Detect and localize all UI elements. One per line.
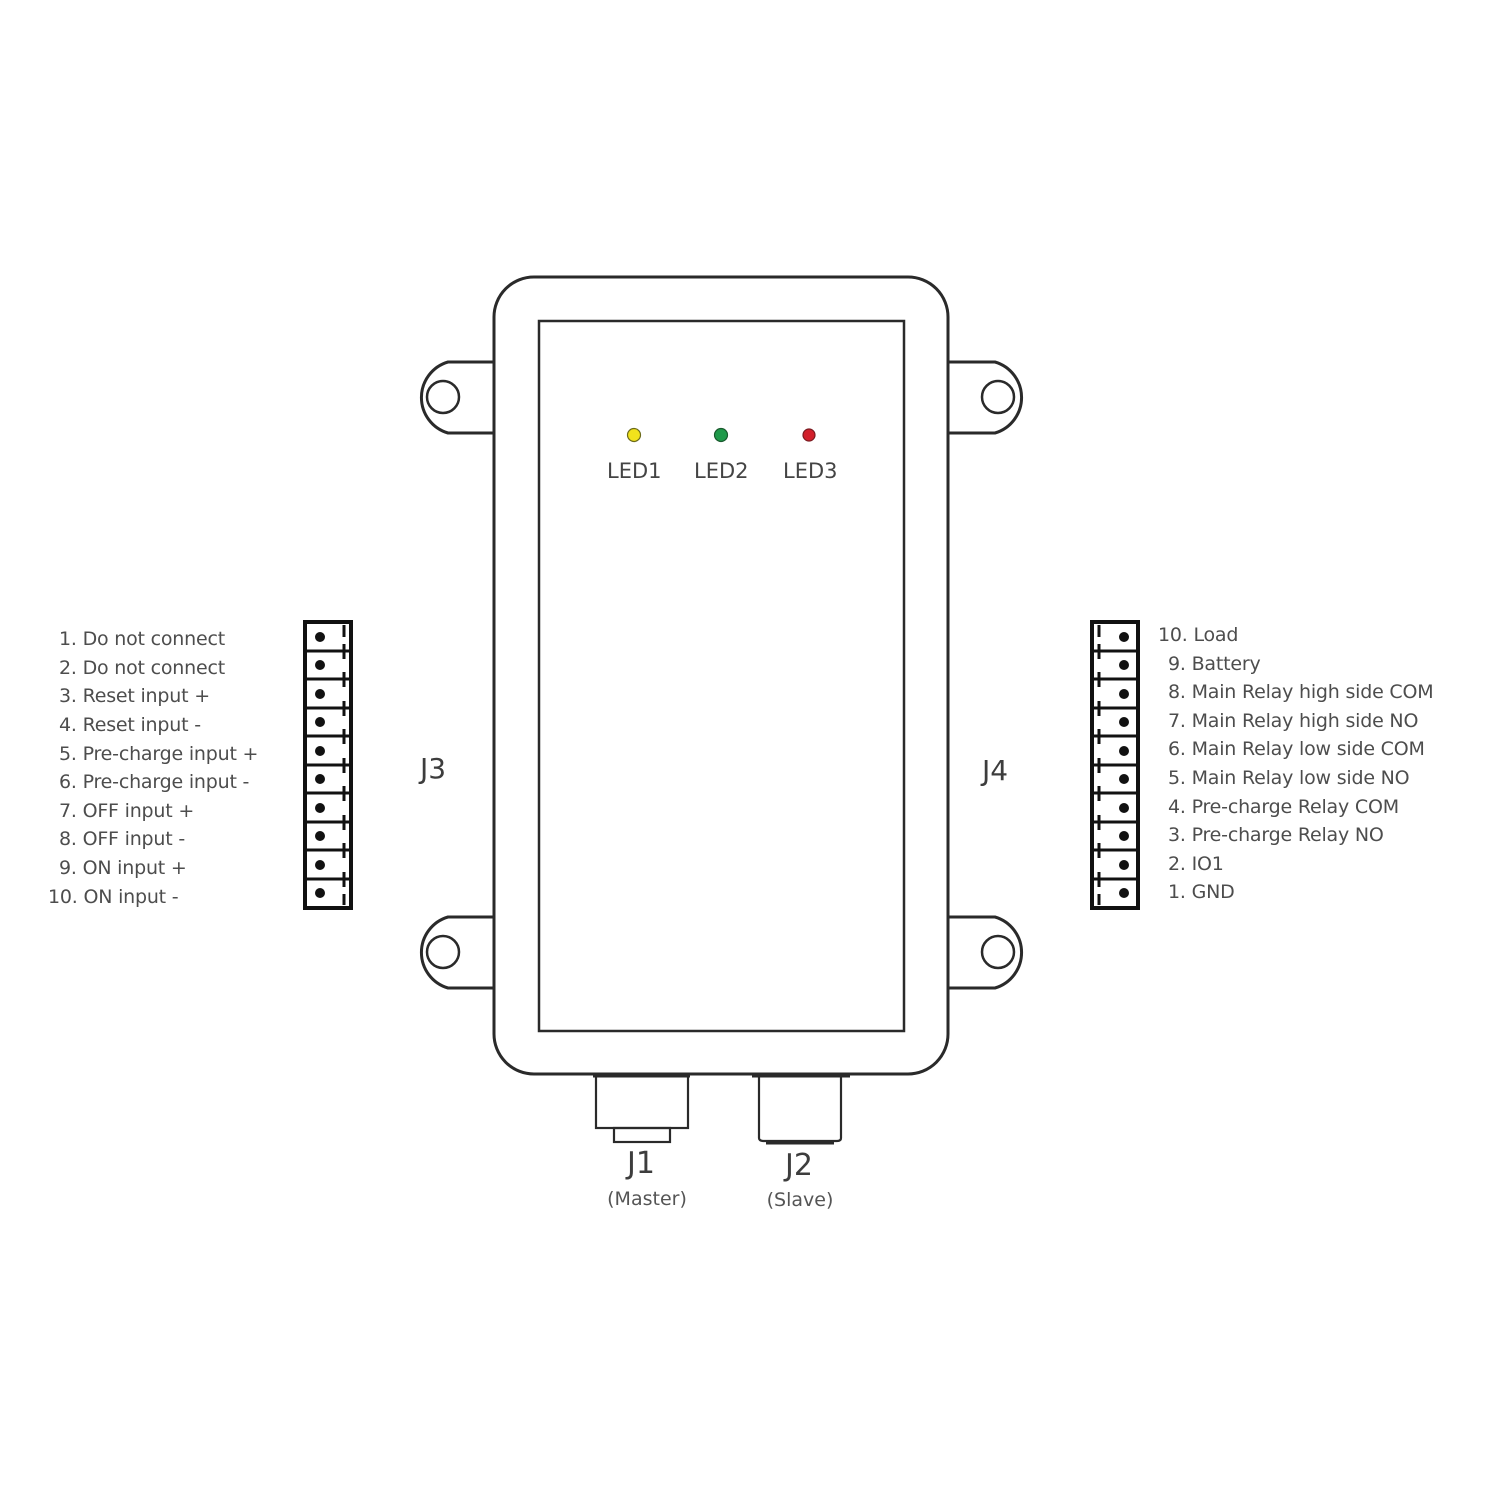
j4-pin-label: 5. Main Relay low side NO xyxy=(1168,767,1410,789)
j3-pin-label: 1. Do not connect xyxy=(59,628,225,650)
j3-pin-label: 3. Reset input + xyxy=(59,685,210,707)
j3-pin-label: 9. ON input + xyxy=(59,857,187,879)
j4-pin-label: 2. IO1 xyxy=(1168,853,1224,875)
led3-label: LED3 xyxy=(783,459,838,483)
mounting-hole-icon xyxy=(980,379,1016,415)
led3-indicator-icon xyxy=(802,428,816,442)
mounting-tab-bottom-right xyxy=(948,915,1023,990)
mounting-tab-top-right xyxy=(948,360,1023,435)
mounting-hole-icon xyxy=(425,934,461,970)
led1-label: LED1 xyxy=(607,459,662,483)
j1-port-label: J1 xyxy=(627,1146,655,1181)
j3-terminal-block xyxy=(303,620,353,910)
j1-connector xyxy=(594,1074,690,1130)
j3-pin-label: 8. OFF input - xyxy=(59,828,185,850)
mounting-tab-top-left xyxy=(420,360,494,435)
led2-indicator-icon xyxy=(713,427,729,443)
j4-pin-label: 4. Pre-charge Relay COM xyxy=(1168,796,1399,818)
j4-pin-label: 3. Pre-charge Relay NO xyxy=(1168,824,1384,846)
j3-pin-label: 2. Do not connect xyxy=(59,657,225,679)
mounting-hole-icon xyxy=(425,379,461,415)
enclosure-outline xyxy=(492,275,950,1076)
led2-label: LED2 xyxy=(694,459,749,483)
j4-pin-label: 9. Battery xyxy=(1168,653,1261,675)
j3-pin-label: 6. Pre-charge input - xyxy=(59,771,250,793)
j3-pin-label: 7. OFF input + xyxy=(59,800,195,822)
j4-pin-label: 1. GND xyxy=(1168,881,1235,903)
mounting-tab-bottom-left xyxy=(420,915,494,990)
j3-pin-label: 4. Reset input - xyxy=(59,714,201,736)
led1-indicator-icon xyxy=(626,427,642,443)
j4-pin-label: 7. Main Relay high side NO xyxy=(1168,710,1419,732)
j2-connector xyxy=(757,1076,843,1143)
j4-pin-label: 10. Load xyxy=(1158,624,1239,646)
j4-pin-label: 6. Main Relay low side COM xyxy=(1168,738,1425,760)
j3-pin-label: 10. ON input - xyxy=(48,886,179,908)
enclosure-panel xyxy=(537,319,906,1033)
mounting-hole-icon xyxy=(980,934,1016,970)
j4-label: J4 xyxy=(982,754,1009,787)
j4-pin-label: 8. Main Relay high side COM xyxy=(1168,681,1434,703)
j3-pin-label: 5. Pre-charge input + xyxy=(59,743,259,765)
j1-port-sublabel: (Master) xyxy=(607,1188,687,1210)
j3-label: J3 xyxy=(420,752,447,785)
j2-port-sublabel: (Slave) xyxy=(766,1189,834,1211)
j4-terminal-block xyxy=(1090,620,1140,910)
j2-port-label: J2 xyxy=(785,1148,813,1183)
